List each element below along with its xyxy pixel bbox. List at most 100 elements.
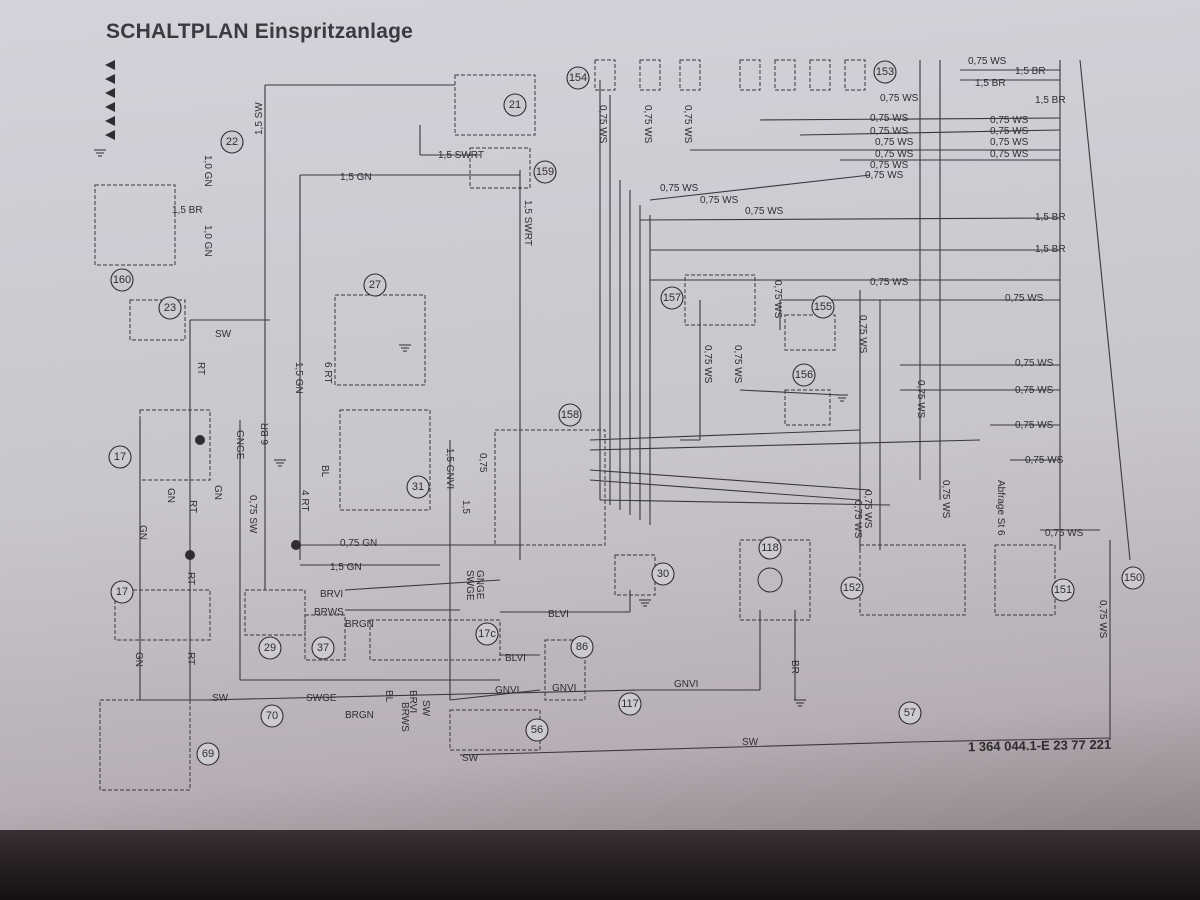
wire-label: 0,75 WS (1015, 358, 1054, 369)
wire-label: GNGE (234, 430, 245, 460)
component-number-21: 21 (509, 99, 521, 111)
component-number-17c: 17c (478, 628, 496, 640)
component-number-circle (1051, 578, 1075, 602)
ground-icon (274, 459, 286, 467)
component-box (304, 614, 346, 661)
wire (759, 117, 1061, 121)
wire-label: BRWS (399, 702, 410, 732)
wire-label: BLVI (548, 609, 569, 620)
wire-label: 1,5 GN (340, 172, 372, 183)
component-number-151: 151 (1054, 584, 1072, 596)
component-box (139, 409, 211, 481)
wire (1079, 59, 1131, 561)
component-number-circle (406, 475, 430, 499)
component-number-17: 17 (114, 451, 126, 463)
wire-label: 0,75 WS (870, 160, 909, 171)
wire (649, 174, 871, 201)
component-number-circle (618, 692, 642, 716)
component-box (739, 539, 811, 621)
component-number-circle (811, 295, 835, 319)
component-number-circle (898, 701, 922, 725)
wire-label: 0,75 GN (340, 538, 377, 549)
arrow-icon (105, 88, 115, 98)
wire-label: 1,5 BR (1015, 66, 1046, 77)
component-box (739, 59, 761, 91)
arrow-icon (105, 102, 115, 112)
wire-label: 0,75 WS (1005, 293, 1044, 304)
wire-label: 0,75 WS (642, 105, 653, 144)
component-box (544, 639, 586, 701)
wire-label: RT (185, 652, 196, 665)
wire-label: 1,5 SW (254, 102, 265, 135)
component-box (859, 544, 966, 616)
component-box (994, 544, 1056, 616)
component-number-30: 30 (657, 568, 669, 580)
ground-icon (639, 599, 651, 607)
wire-label: 0,75 WS (875, 149, 914, 160)
component-box (129, 299, 186, 341)
wire-label: GNVI (674, 679, 698, 690)
wire-label: 0,75 WS (862, 490, 873, 529)
component-box (99, 699, 191, 791)
wire-label: 0,75 WS (990, 137, 1029, 148)
component-number-37: 37 (317, 642, 329, 654)
page-title: SCHALTPLAN Einspritzanlage (106, 20, 414, 43)
wire-label: 0,75 WS (852, 500, 863, 539)
wire-label: 1,5 GNVI (444, 448, 455, 489)
component-number-circle (108, 445, 132, 469)
wire-label: 0,75 SW (247, 495, 258, 534)
wire-label: 0,75 WS (1045, 528, 1084, 539)
wire-label: 1,5 BR (975, 78, 1006, 89)
wire (459, 741, 911, 756)
wire-label: 0,75 WS (990, 149, 1029, 160)
wire-label: GN (137, 525, 148, 540)
component-number-circle (566, 66, 590, 90)
component-number-69: 69 (202, 748, 214, 760)
wire-label: 0,75 WS (915, 380, 926, 419)
wire-label: BL (383, 690, 394, 703)
wire-label: 0,75 WS (1015, 420, 1054, 431)
wire (589, 479, 861, 501)
component-number-160: 160 (113, 274, 131, 286)
arrow-icon (105, 116, 115, 126)
component-box (614, 554, 656, 596)
component-box (844, 59, 866, 91)
component-number-70: 70 (266, 710, 278, 722)
component-box (639, 59, 661, 91)
component-number-86: 86 (576, 641, 588, 653)
wire-label: 4 RT (299, 490, 310, 512)
component-number-circle (363, 273, 387, 297)
component-number-circle (660, 286, 684, 310)
wire-label: 6 BR (260, 423, 271, 445)
component-number-circle (533, 160, 557, 184)
component-number-29: 29 (264, 642, 276, 654)
component-box (334, 294, 426, 386)
component-number-circle (158, 296, 182, 320)
wire-label: 0,75 WS (772, 280, 783, 319)
component-box (469, 147, 531, 189)
junction-dot (185, 550, 195, 560)
component-box (774, 59, 796, 91)
component-number-117: 117 (621, 698, 639, 710)
wire-label: 0,75 (477, 453, 488, 473)
component-box (494, 429, 606, 546)
component-number-circle (110, 580, 134, 604)
component-number-22: 22 (226, 136, 238, 148)
wire-label: 0,75 WS (682, 105, 693, 144)
component-number-circle (258, 636, 282, 660)
wire-label: BRWS (314, 607, 344, 618)
wire-label: 0,75 WS (732, 345, 743, 384)
component-number-circle (220, 130, 244, 154)
wire (589, 439, 981, 451)
wire (344, 579, 501, 591)
ground-icon (399, 344, 411, 352)
component-number-circle (311, 636, 335, 660)
component-box (809, 59, 831, 91)
component-number-156: 156 (795, 369, 813, 381)
component-number-150: 150 (1124, 572, 1142, 584)
wire (599, 499, 891, 506)
component-number-157: 157 (663, 292, 681, 304)
wire-label: 1,5 (460, 500, 471, 514)
component-number-circle (110, 268, 134, 292)
